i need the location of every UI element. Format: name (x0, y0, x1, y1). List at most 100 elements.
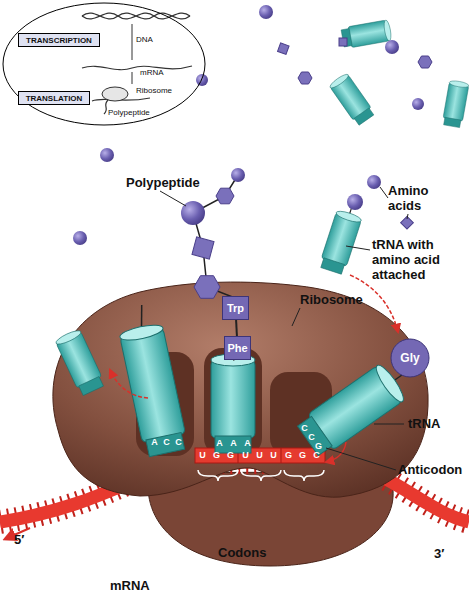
mrna-strand (0, 462, 469, 522)
amino-acid (100, 148, 114, 162)
leader-line (380, 187, 388, 198)
amino-acid (339, 38, 347, 46)
amino-acid-square: Phe (224, 336, 251, 360)
node-text: mRNA (140, 68, 164, 77)
trna (442, 80, 469, 128)
amino-acid (73, 231, 87, 245)
amino-acid (367, 175, 381, 189)
trna (54, 328, 105, 396)
inset-arrow-line (132, 24, 133, 60)
leader-line (374, 424, 404, 425)
node-text: Ribosome (136, 86, 172, 95)
codon-strip (195, 448, 325, 463)
trna-top (383, 20, 392, 42)
ellipse-outline (2, 2, 206, 126)
trna-top (328, 72, 349, 90)
node-text: DNA (136, 35, 153, 44)
amino-acid (418, 56, 432, 68)
part-label: tRNA with amino acid attached (372, 237, 464, 282)
codon-bracket (284, 470, 324, 481)
trna-anticodon-stem (321, 258, 345, 274)
leader-line (160, 191, 186, 206)
node-text: Gly (400, 351, 419, 365)
part-label: Codons (218, 545, 266, 560)
dna-strand (82, 13, 190, 19)
amino-acid (216, 188, 234, 204)
node-text: TRANSLATION (26, 94, 83, 103)
process-box: TRANSCRIPTION (18, 33, 100, 47)
trna-anticodon-stem (146, 433, 185, 457)
trna-body (443, 82, 469, 121)
trna (319, 202, 365, 275)
ellipse-shape (3, 3, 205, 125)
inset-ellipse: DNA mRNA RibosomePolypeptide TRANSCRIPTION T… (2, 2, 206, 126)
trna-anticodon-stem (298, 416, 333, 455)
inset-arrow-line (132, 72, 133, 84)
base-letter: C (311, 450, 322, 461)
process-box: TRANSLATION (18, 91, 90, 105)
leader-line (292, 308, 300, 326)
node-text: Phe (227, 342, 247, 354)
peptide-bond (193, 175, 238, 298)
trna-top (54, 328, 82, 346)
base-letter: C (173, 437, 184, 448)
trna (341, 20, 392, 49)
amino-acid (259, 5, 273, 19)
part-label: Amino acids (388, 183, 440, 213)
strand-end-label: 5′ (14, 532, 24, 547)
leader-line (326, 448, 396, 470)
base-letter: U (268, 450, 279, 461)
strand-end-label: 3′ (434, 546, 444, 561)
trna-body (211, 360, 255, 438)
inset-polypeptide (104, 100, 108, 114)
amino-acid (347, 194, 363, 210)
inset-mrna (82, 66, 192, 70)
trna-body (348, 20, 389, 47)
trna (328, 72, 375, 126)
amino-acid (194, 276, 220, 299)
base-letter: A (149, 437, 160, 448)
inset-ribosome (102, 87, 128, 101)
base-letter: U (254, 450, 265, 461)
amino-acid-square: Trp (222, 296, 249, 320)
amino-acid (278, 43, 290, 55)
ribosome-site (204, 348, 262, 456)
amino-acid (231, 168, 245, 182)
leader-line (407, 214, 408, 219)
node-text: Polypeptide (108, 108, 150, 117)
amino-acid (181, 201, 205, 225)
node-text: TRANSCRIPTION (26, 36, 92, 45)
base-letter: G (297, 450, 308, 461)
amino-acid (385, 40, 399, 54)
base-letter: G (283, 450, 294, 461)
base-letter: U (240, 450, 251, 461)
part-label: tRNA (408, 416, 441, 431)
trna-anticodon-stem (444, 117, 461, 127)
mrna-ticks (0, 462, 469, 522)
trna-anticodon-stem (354, 108, 374, 125)
trna-anticodon-stem (79, 377, 104, 396)
amino-acid-circle: Gly (390, 338, 430, 378)
ribosome-large-subunit (53, 282, 428, 497)
codon-divider (281, 448, 282, 463)
trna-body (120, 328, 185, 443)
base-letter: A (242, 438, 253, 449)
part-label: Polypeptide (126, 175, 200, 190)
base-letter: A (228, 438, 239, 449)
trna-top (449, 80, 469, 89)
amino-acid (412, 98, 424, 110)
part-label: mRNA (110, 578, 150, 593)
base-letter: C (161, 437, 172, 448)
part-label: Anticodon (398, 462, 462, 477)
amino-acid (298, 72, 312, 84)
motion-arrow (326, 442, 346, 462)
base-letter: A (214, 438, 225, 449)
trna (114, 302, 188, 458)
peptide-bond (235, 320, 238, 336)
dna-strand (82, 13, 190, 19)
trna-top (335, 209, 362, 224)
leader-line (346, 246, 370, 250)
codon-bracket (241, 470, 281, 481)
